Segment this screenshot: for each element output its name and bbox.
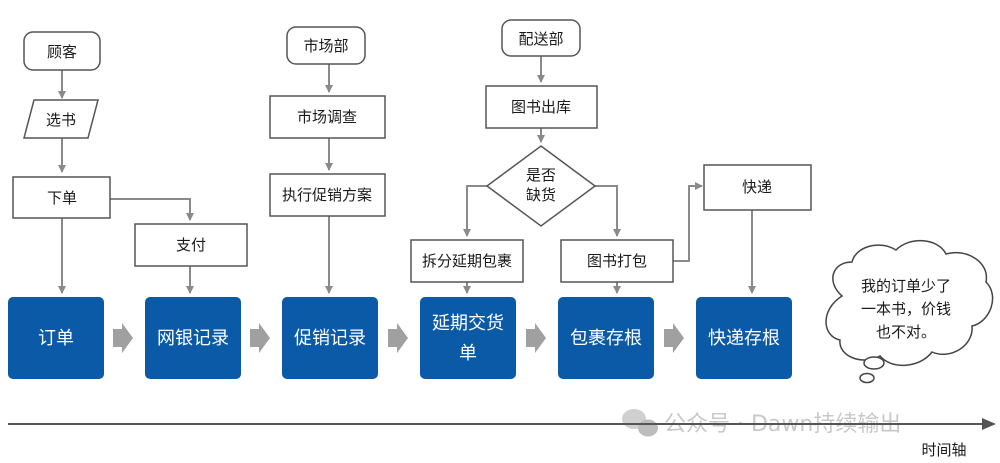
flow-arrow-5 <box>664 323 684 353</box>
record-delayed-label-line2: 单 <box>459 343 477 364</box>
time-axis: 时间轴 <box>8 418 996 459</box>
node-book-outbound: 图书出库 <box>485 85 598 129</box>
decision-label-line2: 缺货 <box>526 186 556 204</box>
node-pay-label: 支付 <box>176 236 206 254</box>
node-select-book-label: 选书 <box>46 111 76 129</box>
node-express: 快递 <box>703 164 812 211</box>
node-market-research-label: 市场调查 <box>297 108 357 126</box>
bubble-cloud <box>825 239 994 367</box>
record-delayed: 延期交货 单 <box>420 297 516 379</box>
bubble-dot-large <box>863 356 885 370</box>
record-flow-arrows <box>113 323 684 353</box>
flow-arrow-3 <box>388 323 408 353</box>
record-bank-label: 网银记录 <box>157 328 229 349</box>
node-out-of-stock-decision: 是否 缺货 <box>485 145 597 227</box>
node-market-research: 市场调查 <box>269 95 386 139</box>
node-promo-plan-label: 执行促销方案 <box>282 186 372 204</box>
node-marketing-dept-label: 市场部 <box>303 37 348 55</box>
connector-decision-pack <box>595 185 621 237</box>
record-bank: 网银记录 <box>145 297 241 379</box>
node-place-order-label: 下单 <box>47 189 77 207</box>
record-order-label: 订单 <box>38 328 74 349</box>
record-express-stub-label: 快递存根 <box>708 328 780 349</box>
node-select-book: 选书 <box>23 99 99 139</box>
connector-pack-express <box>673 182 703 262</box>
node-split-package-label: 拆分延期包裹 <box>422 252 512 270</box>
connector-order-pay <box>110 198 194 221</box>
node-delivery-dept: 配送部 <box>501 19 581 57</box>
node-express-label: 快递 <box>742 178 772 196</box>
node-delivery-dept-label: 配送部 <box>518 30 563 48</box>
node-marketing-dept: 市场部 <box>286 26 366 65</box>
record-delayed-label-line1: 延期交货 <box>432 313 504 334</box>
record-package-stub: 包裹存根 <box>558 297 654 379</box>
time-axis-arrowhead <box>982 418 996 430</box>
bubble-text-line3: 也不对。 <box>876 323 936 341</box>
node-book-packing: 图书打包 <box>560 239 674 283</box>
flow-arrow-1 <box>113 323 133 353</box>
node-book-outbound-label: 图书出库 <box>511 98 571 116</box>
flow-arrow-2 <box>250 323 270 353</box>
record-promo-label: 促销记录 <box>294 328 366 349</box>
wechat-icon <box>622 409 658 437</box>
bubble-text-line1: 我的订单少了 <box>861 277 951 295</box>
record-order: 订单 <box>8 297 104 379</box>
record-express-stub: 快递存根 <box>696 297 792 379</box>
bubble-text-line2: 一本书，价钱 <box>861 300 951 318</box>
connectors <box>58 56 756 294</box>
node-split-package: 拆分延期包裹 <box>410 239 524 283</box>
node-customer-label: 顾客 <box>47 43 77 61</box>
complaint-thought-bubble: 我的订单少了 一本书，价钱 也不对。 <box>825 239 994 384</box>
decision-label-line1: 是否 <box>526 166 556 184</box>
record-package-stub-label: 包裹存根 <box>570 328 642 349</box>
time-axis-label: 时间轴 <box>921 441 966 459</box>
connector-decision-split <box>463 185 487 237</box>
node-promo-plan: 执行促销方案 <box>269 173 386 217</box>
bubble-dot-small <box>859 372 875 384</box>
record-promo: 促销记录 <box>282 297 378 379</box>
node-book-packing-label: 图书打包 <box>587 252 647 270</box>
flow-arrow-4 <box>526 323 546 353</box>
node-place-order: 下单 <box>12 176 111 219</box>
node-pay: 支付 <box>134 223 248 267</box>
node-customer: 顾客 <box>23 31 101 71</box>
